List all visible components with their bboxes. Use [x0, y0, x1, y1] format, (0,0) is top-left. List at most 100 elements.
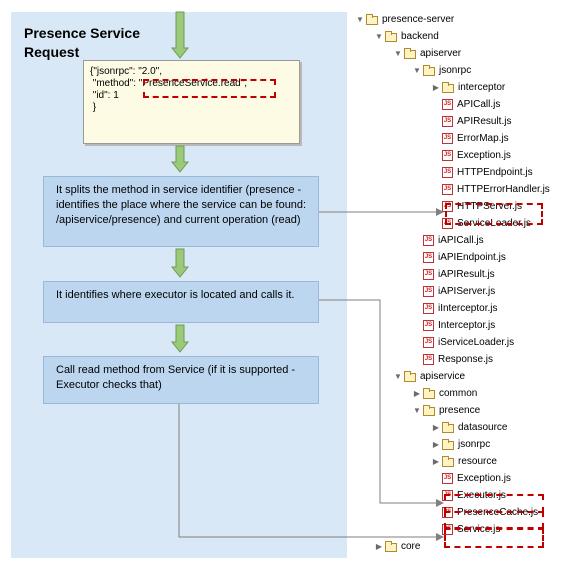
triangle-down-icon[interactable]: ▼ [394, 49, 402, 58]
js-file-icon: JS [442, 473, 453, 484]
request-method-line: "method": "PresenceService.read", [92, 78, 248, 89]
folder-icon [404, 48, 416, 59]
tree-item-label: jsonrpc [458, 439, 491, 450]
triangle-right-icon[interactable]: ▶ [432, 457, 440, 466]
js-file-icon: JS [423, 303, 434, 314]
tree-item-label: jsonrpc [439, 65, 472, 76]
tree-item-apiservice[interactable]: ▼ apiservice [392, 369, 465, 385]
tree-item-interceptor[interactable]: ▶ interceptor [430, 80, 505, 96]
triangle-right-icon[interactable]: ▶ [432, 440, 440, 449]
tree-item-label: apiserver [420, 48, 462, 59]
js-file-icon: JS [442, 150, 453, 161]
js-file-icon: JS [423, 337, 434, 348]
tree-item-label: APICall.js [457, 99, 501, 110]
tree-item-label: HTTPEndpoint.js [457, 167, 533, 178]
tree-item-presence[interactable]: ▼ presence [411, 403, 480, 419]
tree-item-label: datasource [458, 422, 508, 433]
tree-item-label: HTTPErrorHandler.js [457, 184, 550, 195]
step-split-method: It splits the method in service identifi… [43, 176, 319, 247]
tree-item-label: Response.js [438, 354, 494, 365]
tree-item-jsonrpc[interactable]: ▼ jsonrpc [411, 63, 471, 79]
tree-item-core[interactable]: ▶ core [373, 539, 420, 555]
folder-icon [366, 14, 378, 25]
js-file-icon: JS [442, 99, 453, 110]
tree-item-apiserver[interactable]: ▼ apiserver [392, 46, 461, 62]
folder-icon [423, 388, 435, 399]
tree-item-label: iAPIEndpoint.js [438, 252, 506, 263]
js-file-icon: JS [423, 235, 434, 246]
flow-arrow-start [170, 11, 190, 59]
tree-item-iapiresult-js[interactable]: JS iAPIResult.js [411, 267, 495, 283]
js-file-icon: JS [442, 184, 453, 195]
file-highlight-service-js [444, 528, 544, 548]
tree-item-label: HTTPServer.js [457, 201, 523, 212]
triangle-down-icon[interactable]: ▼ [375, 32, 383, 41]
triangle-down-icon[interactable]: ▼ [413, 406, 421, 415]
tree-item-label: common [439, 388, 478, 399]
request-json-text: {"jsonrpc": "2.0", "method": "PresenceSe… [90, 66, 248, 113]
step-call-service: Call read method from Service (if it is … [43, 356, 319, 404]
tree-item-label: apiservice [420, 371, 466, 382]
connector-to-executor [319, 299, 444, 507]
tree-item-label: iAPIServer.js [438, 286, 496, 297]
tree-item-label: presence-server [382, 14, 455, 25]
triangle-down-icon[interactable]: ▼ [394, 372, 402, 381]
folder-icon [442, 422, 454, 433]
js-file-icon: JS [423, 269, 434, 280]
tree-item-apicall-js[interactable]: JS APICall.js [430, 97, 500, 113]
tree-item-label: interceptor [458, 82, 506, 93]
triangle-right-icon[interactable]: ▶ [375, 542, 383, 551]
tree-item-common[interactable]: ▶ common [411, 386, 477, 402]
tree-item-presence-server[interactable]: ▼ presence-server [354, 12, 454, 28]
tree-item-label: core [401, 541, 421, 552]
folder-icon [442, 82, 454, 93]
tree-item-label: iAPICall.js [438, 235, 484, 246]
file-highlight-httpserver-js [445, 203, 543, 225]
tree-item-httperrorhandler-js[interactable]: JS HTTPErrorHandler.js [430, 182, 550, 198]
folder-icon [404, 371, 416, 382]
tree-item-label: iServiceLoader.js [438, 337, 515, 348]
tree-item-label: Interceptor.js [438, 320, 496, 331]
folder-icon [385, 541, 397, 552]
tree-item-iapicall-js[interactable]: JS iAPICall.js [411, 233, 484, 249]
flow-arrow-to-identify [170, 248, 190, 278]
tree-item-backend[interactable]: ▼backend [373, 29, 439, 45]
tree-item-iapiserver-js[interactable]: JS iAPIServer.js [411, 284, 495, 300]
js-file-icon: JS [442, 116, 453, 127]
file-highlight-presencecache-js [444, 511, 544, 529]
triangle-down-icon[interactable]: ▼ [356, 15, 364, 24]
folder-icon [442, 439, 454, 450]
triangle-down-icon[interactable]: ▼ [413, 66, 421, 75]
tree-item-iinterceptor-js[interactable]: JS iInterceptor.js [411, 301, 497, 317]
tree-item-iapiendpoint-js[interactable]: JS iAPIEndpoint.js [411, 250, 506, 266]
project-tree[interactable]: ▼presence-server▼backend▼apiserver▼jsonr… [349, 12, 583, 563]
js-file-icon: JS [423, 286, 434, 297]
tree-item-label: ErrorMap.js [457, 133, 509, 144]
triangle-right-icon[interactable]: ▶ [432, 423, 440, 432]
js-file-icon: JS [423, 252, 434, 263]
tree-item-jsonrpc[interactable]: ▶ jsonrpc [430, 437, 490, 453]
step-find-executor: It identifies where executor is located … [43, 281, 319, 323]
triangle-right-icon[interactable]: ▶ [413, 389, 421, 398]
triangle-right-icon[interactable]: ▶ [432, 83, 440, 92]
tree-item-datasource[interactable]: ▶ datasource [430, 420, 507, 436]
tree-item-label: iInterceptor.js [438, 303, 498, 314]
tree-item-iserviceloader-js[interactable]: JS iServiceLoader.js [411, 335, 514, 351]
tree-item-label: presence [439, 405, 481, 416]
tree-item-label: iAPIResult.js [438, 269, 495, 280]
folder-icon [423, 65, 435, 76]
request-note: {"jsonrpc": "2.0", "method": "PresenceSe… [83, 60, 300, 144]
tree-item-resource[interactable]: ▶ resource [430, 454, 497, 470]
flow-arrow-to-split [170, 145, 190, 173]
tree-item-label: resource [458, 456, 497, 467]
connector-to-service [178, 404, 444, 541]
